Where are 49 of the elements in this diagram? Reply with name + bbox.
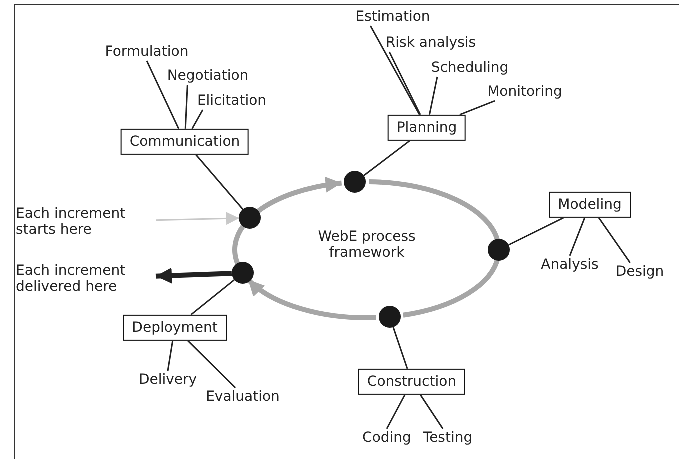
- arrow: [156, 268, 232, 284]
- junction-dot: [378, 306, 401, 328]
- connector-line: [364, 140, 410, 176]
- connector-line: [146, 60, 180, 130]
- note-text: Each increment starts here: [16, 206, 156, 238]
- task-text: Monitoring: [488, 84, 562, 100]
- connector-line: [167, 340, 174, 372]
- connector-line: [190, 280, 235, 316]
- cycle-arc: [246, 278, 376, 320]
- arrow: [156, 212, 240, 226]
- connector-line: [420, 394, 444, 430]
- junction-dot: [232, 262, 254, 284]
- junction-dot: [239, 207, 262, 230]
- task-text: Formulation: [105, 44, 189, 60]
- activity-box: Planning: [388, 114, 466, 142]
- connector-line: [428, 76, 438, 116]
- connector-line: [386, 394, 406, 430]
- task-text: Negotiation: [167, 68, 249, 84]
- junction-dot: [344, 171, 366, 194]
- task-text: Analysis: [541, 256, 599, 274]
- connector-line: [196, 154, 244, 210]
- connector-line: [192, 110, 204, 130]
- task-text: Estimation: [356, 8, 430, 26]
- connector-line: [508, 217, 564, 246]
- connector-line: [392, 327, 408, 370]
- connector-line: [598, 218, 631, 264]
- activity-box: Modeling: [549, 192, 631, 218]
- task-text: Risk analysis: [386, 34, 476, 52]
- task-text: Design: [616, 264, 664, 280]
- activity-box: Deployment: [123, 314, 227, 342]
- connector-line: [569, 218, 586, 256]
- task-text: Elicitation: [197, 92, 267, 110]
- task-text: Testing: [423, 430, 473, 446]
- connector-line: [388, 52, 422, 116]
- task-text: Evaluation: [206, 388, 280, 406]
- connector-line: [184, 85, 188, 129]
- cycle-arc: [232, 223, 247, 268]
- note-text: Each increment delivered here: [16, 262, 156, 296]
- center-label: WebE process framework: [317, 228, 417, 262]
- junction-dot: [488, 239, 510, 261]
- cycle-arc: [256, 177, 342, 214]
- connector-line: [460, 100, 496, 116]
- activity-box: Construction: [358, 368, 466, 396]
- activity-box: Communication: [120, 128, 250, 156]
- connector-line: [370, 26, 420, 116]
- connector-line: [188, 340, 236, 388]
- task-text: Delivery: [138, 372, 198, 388]
- task-text: Coding: [362, 430, 412, 446]
- task-text: Scheduling: [431, 60, 509, 76]
